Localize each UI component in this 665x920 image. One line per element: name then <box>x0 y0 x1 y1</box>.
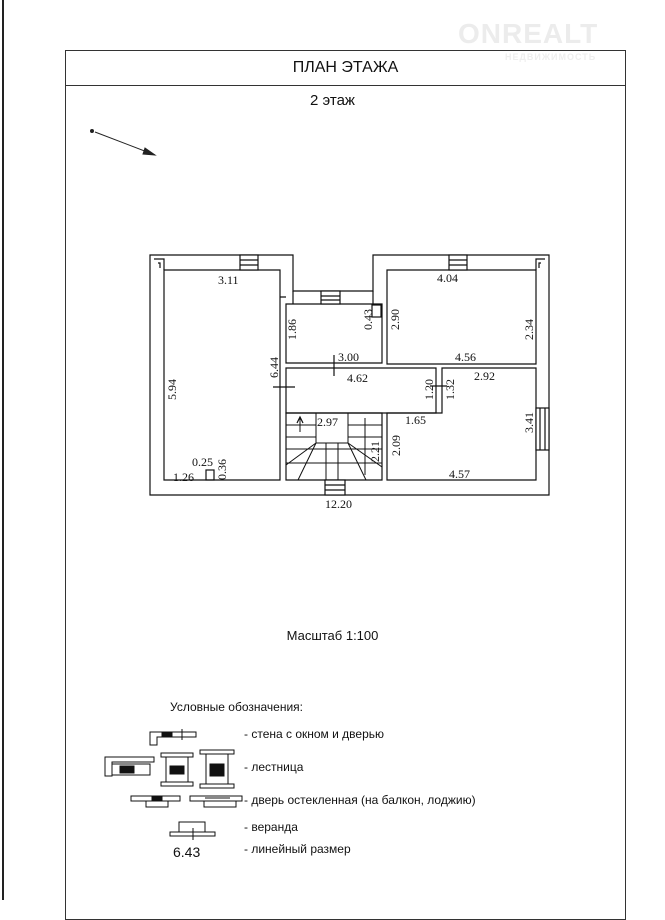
dim-label: 3.11 <box>218 273 239 287</box>
dim-label: 4.04 <box>437 271 458 285</box>
dim-label: 2.34 <box>522 319 536 340</box>
dim-label: 3.41 <box>522 412 536 433</box>
legend-heading: Условные обозначения: <box>170 700 303 714</box>
dim-label: 0.36 <box>215 459 229 480</box>
dim-label: 0.43 <box>361 309 375 330</box>
dim-label: 6.44 <box>267 357 281 378</box>
dim-label: 4.62 <box>347 371 368 385</box>
north-arrow-icon <box>90 129 157 156</box>
legend-symbols <box>104 729 243 840</box>
page-title: ПЛАН ЭТАЖА <box>65 50 626 86</box>
watermark-sub: НЕДВИЖИМОСТЬ <box>505 52 597 62</box>
dim-label: 5.94 <box>165 379 179 400</box>
dim-label: 12.20 <box>325 497 352 511</box>
scale-label: Масштаб 1:100 <box>286 628 379 643</box>
dim-label: 4.56 <box>455 350 476 364</box>
dim-label: 1.65 <box>405 413 426 427</box>
legend-item-glass-door: - дверь остекленная (на балкон, лоджию) <box>244 793 476 807</box>
floor-label: 2 этаж <box>310 92 355 109</box>
legend-item-veranda: - веранда <box>244 820 298 834</box>
dim-label: 1.32 <box>443 379 457 400</box>
dim-label: 2.92 <box>474 369 495 383</box>
dim-label: 1.86 <box>285 319 299 340</box>
dim-label: 3.00 <box>338 350 359 364</box>
stair-arrow-icon <box>296 415 304 424</box>
dim-label: 1.20 <box>422 379 436 400</box>
dim-label: 2.90 <box>388 309 402 330</box>
dimension-labels: 3.11 4.04 0.43 2.90 2.34 1.86 3.00 4.56 … <box>165 271 536 511</box>
dim-label: 2.09 <box>389 435 403 456</box>
legend-sample-dimension: 6.43 <box>173 844 201 860</box>
legend-item-wall: - стена с окном и дверью <box>244 727 385 741</box>
legend-item-stairs: - лестница <box>244 760 304 774</box>
watermark-brand: ONREALT <box>458 18 599 49</box>
watermark-logo: ONREALT <box>458 18 598 50</box>
walls <box>149 254 550 496</box>
legend-item-dimension: - линейный размер <box>244 842 351 856</box>
dim-label: 0.25 <box>192 455 213 469</box>
dim-label: 1.26 <box>173 470 194 484</box>
page-edge <box>2 0 4 900</box>
dim-label: 4.57 <box>449 467 470 481</box>
dim-label: 2.97 <box>317 415 338 429</box>
dim-label: 2.21 <box>368 441 382 462</box>
